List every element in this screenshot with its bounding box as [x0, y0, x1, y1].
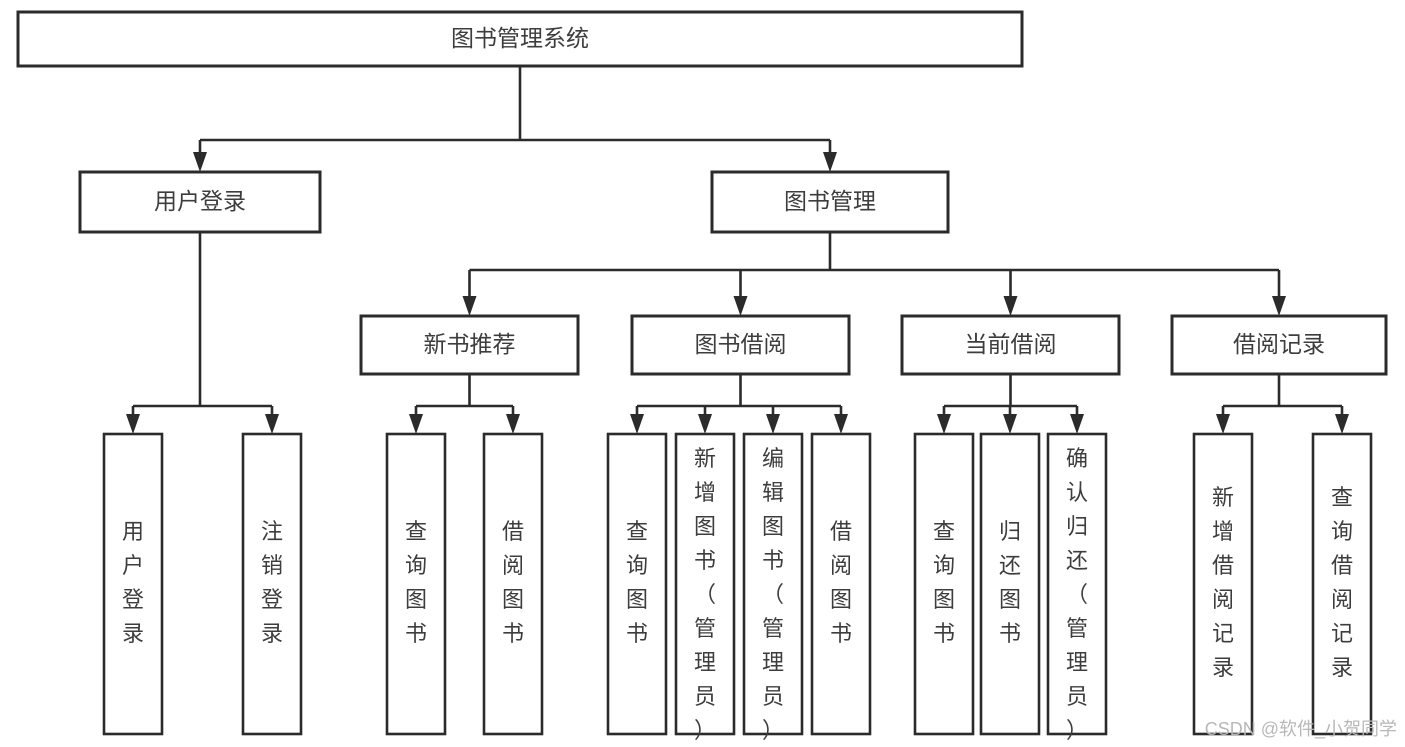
node-undefined[interactable]: 图书管理系统 [16, 10, 1024, 68]
node-label-add-book-admin: 新增图书（管理员） [694, 446, 716, 743]
node-label-borrow-record: 借阅记录 [1233, 331, 1325, 357]
node-label-undefined: 图书管理系统 [451, 25, 589, 51]
node-box-user-login-do [102, 432, 164, 736]
node-query-book-3[interactable]: 查询图书 [913, 432, 975, 736]
node-box-current-borrow [900, 314, 1121, 376]
node-query-book-2[interactable]: 查询图书 [606, 432, 668, 736]
node-label-return-book: 归还图书 [999, 519, 1021, 646]
node-label-borrow-book-2: 借阅图书 [830, 519, 852, 646]
node-query-book-1[interactable]: 查询图书 [385, 432, 447, 736]
node-edit-book-admin[interactable]: 编辑图书（管理员） [742, 432, 804, 743]
node-label-query-book-2: 查询图书 [626, 519, 648, 646]
node-current-borrow[interactable]: 当前借阅 [900, 314, 1121, 376]
node-confirm-return-admin[interactable]: 确认归还（管理员） [1046, 432, 1108, 743]
node-label-user-logout: 注销登录 [261, 519, 283, 646]
node-borrow-book-1[interactable]: 借阅图书 [482, 432, 544, 736]
node-box-new-book-recommend [359, 314, 580, 376]
node-box-borrow-book-1 [482, 432, 544, 736]
node-query-borrow-record[interactable]: 查询借阅记录 [1311, 432, 1373, 736]
node-label-add-borrow-record: 新增借阅记录 [1212, 485, 1234, 680]
node-new-book-recommend[interactable]: 新书推荐 [359, 314, 580, 376]
node-label-query-book-1: 查询图书 [405, 519, 427, 646]
edges-layer [126, 66, 1349, 434]
node-borrow-record[interactable]: 借阅记录 [1170, 314, 1388, 376]
node-box-return-book [979, 432, 1041, 736]
watermark-label: CSDN @软件_小贺同学 [1205, 719, 1397, 740]
node-box-book-borrow [630, 314, 851, 376]
node-label-book-borrow: 图书借阅 [695, 331, 787, 357]
nodes-layer: 图书管理系统用户登录用户登录注销登录图书管理新书推荐查询图书借阅图书图书借阅查询… [16, 10, 1388, 743]
node-label-query-borrow-record: 查询借阅记录 [1331, 485, 1353, 680]
node-label-current-borrow: 当前借阅 [965, 331, 1057, 357]
node-return-book[interactable]: 归还图书 [979, 432, 1041, 736]
node-user-login[interactable]: 用户登录 [78, 170, 322, 234]
node-box-confirm-return-admin [1046, 432, 1108, 736]
node-box-query-book-2 [606, 432, 668, 736]
node-box-borrow-record [1170, 314, 1388, 376]
node-box-query-borrow-record [1311, 432, 1373, 736]
node-label-edit-book-admin: 编辑图书（管理员） [762, 446, 784, 743]
node-label-user-login-do: 用户登录 [122, 519, 144, 646]
node-box-add-book-admin [674, 432, 736, 736]
node-label-query-book-3: 查询图书 [933, 519, 955, 646]
node-box-undefined [16, 10, 1024, 68]
node-box-user-logout [241, 432, 303, 736]
node-user-logout[interactable]: 注销登录 [241, 432, 303, 736]
node-label-new-book-recommend: 新书推荐 [424, 331, 516, 357]
node-box-borrow-book-2 [810, 432, 872, 736]
node-box-book-management [710, 170, 950, 234]
node-borrow-book-2[interactable]: 借阅图书 [810, 432, 872, 736]
node-box-user-login [78, 170, 322, 234]
node-book-management[interactable]: 图书管理 [710, 170, 950, 234]
node-add-book-admin[interactable]: 新增图书（管理员） [674, 432, 736, 743]
node-book-borrow[interactable]: 图书借阅 [630, 314, 851, 376]
node-label-book-management: 图书管理 [784, 188, 876, 214]
node-label-confirm-return-admin: 确认归还（管理员） [1066, 446, 1088, 743]
node-box-edit-book-admin [742, 432, 804, 736]
node-label-borrow-book-1: 借阅图书 [502, 519, 524, 646]
node-box-add-borrow-record [1192, 432, 1254, 736]
node-add-borrow-record[interactable]: 新增借阅记录 [1192, 432, 1254, 736]
node-label-user-login: 用户登录 [154, 188, 246, 214]
node-user-login-do[interactable]: 用户登录 [102, 432, 164, 736]
node-box-query-book-1 [385, 432, 447, 736]
node-box-query-book-3 [913, 432, 975, 736]
